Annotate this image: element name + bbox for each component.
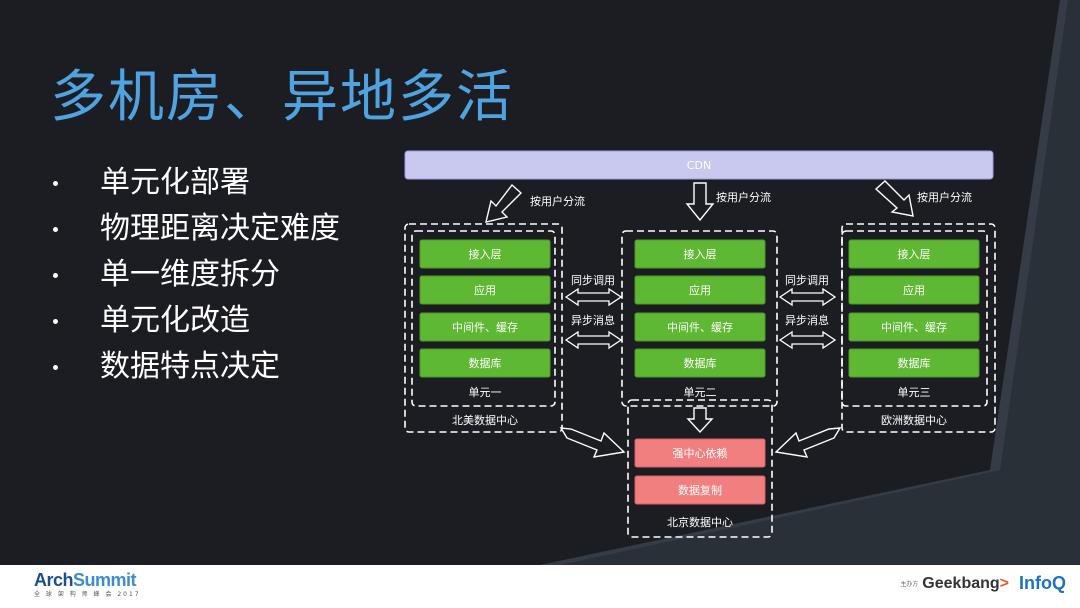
bullet-dot [53,365,58,370]
unit-name-1: 单元一 [469,386,502,399]
split-label-1: 按用户分流 [530,194,585,208]
layer-label: 应用 [903,283,925,297]
bullet-text: 单一维度拆分 [100,257,280,292]
layer-label: 中间件、缓存 [667,320,733,334]
layer-access [634,239,766,269]
split-arrow-left [485,183,523,223]
architecture-diagram: CDN 按用户分流 按用户分流 按用户分流 接入层 应用 中间件、缓存 数据库 … [404,150,996,538]
archsummit-logo: ArchSummit 全 球 架 构 师 峰 会 2017 [34,570,141,598]
arrow-eu-to-beijing [774,427,842,458]
footer-bar: ArchSummit 全 球 架 构 师 峰 会 2017 主办方 Geekba… [0,565,1080,608]
cdn-label: CDN [687,159,711,172]
slide-title: 多机房、异地多活 [50,65,514,130]
bullet-dot [53,227,58,232]
bullet-text: 单元化部署 [100,165,250,200]
unit-name-3: 单元三 [898,386,931,399]
layer-label: 接入层 [469,248,502,261]
layer-middleware [634,312,766,342]
layer-application [419,275,551,305]
layer-label: 中间件、缓存 [881,320,947,334]
archsummit-logo-arch: Arch [34,570,74,590]
async-arrow-right [778,330,837,350]
layer-access [848,239,980,269]
unit-2-layers: 接入层 应用 中间件、缓存 数据库 [634,239,766,378]
cdn-bar [404,150,994,180]
bullet-dot [53,181,58,186]
layer-database [634,348,766,378]
central-item-label: 数据复制 [678,483,722,497]
sync-arrow-left [564,287,623,307]
bullet-text: 单元化改造 [100,303,250,338]
datacenter-name-beijing: 北京数据中心 [667,515,733,529]
unit-1-layers: 接入层 应用 中间件、缓存 数据库 [419,239,551,378]
layer-label: 数据库 [898,356,931,370]
bullet-item: 单元化改造 [50,301,340,347]
datacenter-name-europe: 欧洲数据中心 [881,413,947,427]
unit-3-layers: 接入层 应用 中间件、缓存 数据库 [848,239,980,378]
central-item-label: 强中心依赖 [673,447,728,460]
layer-middleware [848,312,980,342]
async-msg-label-left: 异步消息 [571,313,615,327]
layer-middleware [419,312,551,342]
bullet-dot [53,319,58,324]
sync-arrow-right [778,287,837,307]
layer-database [848,348,980,378]
layer-application [848,275,980,305]
async-msg-label-right: 异步消息 [785,313,829,327]
data-replication [634,475,766,505]
bullet-dot [53,273,58,278]
bullet-list: 单元化部署 物理距离决定难度 单一维度拆分 单元化改造 数据特点决定 [50,163,340,393]
geekbang-logo-a: Geek [922,574,962,592]
bullet-item: 单一维度拆分 [50,255,340,301]
unit-boundary-2 [621,230,778,407]
layer-label: 应用 [689,283,711,297]
bullet-item: 单元化部署 [50,163,340,209]
layer-application [634,275,766,305]
organizer-label: 主办方 [900,581,919,588]
layer-database [419,348,551,378]
layer-label: 接入层 [898,248,931,261]
unit-name-2: 单元二 [684,386,717,399]
bullet-text: 数据特点决定 [100,349,280,384]
sync-call-label-right: 同步调用 [785,274,829,287]
bullet-item: 数据特点决定 [50,347,340,393]
layer-label: 中间件、缓存 [452,320,518,334]
datacenter-name-north-america: 北美数据中心 [452,413,518,427]
unit-boundary-3 [841,230,988,407]
geekbang-logo-b: bang [961,574,1000,592]
bullet-text: 物理距离决定难度 [100,211,340,246]
split-label-2: 按用户分流 [716,190,771,204]
archsummit-subtitle: 全 球 架 构 师 峰 会 2017 [34,591,141,598]
layer-label: 数据库 [684,356,717,370]
datacenter-boundary-north-america [404,223,563,433]
datacenter-boundary-beijing [627,399,773,538]
sync-call-label-left: 同步调用 [571,274,615,287]
down-arrow-center [686,407,714,434]
layer-label: 应用 [474,283,496,297]
split-label-3: 按用户分流 [917,190,972,204]
split-arrow-right [874,180,914,217]
archsummit-logo-summit: Summit [73,570,137,590]
geekbang-logo-arrow: > [999,574,1009,592]
layer-label: 数据库 [469,356,502,370]
async-arrow-left [564,330,623,350]
split-arrow-center [685,182,715,222]
infoq-logo: InfoQ [1019,573,1066,593]
arrow-na-to-beijing [559,427,626,458]
layer-access [419,239,551,269]
unit-boundary-1 [411,230,556,407]
layer-label: 接入层 [684,248,717,261]
sponsor-logos: 主办方 Geekbang> InfoQ [900,573,1066,594]
strong-central-dependency [634,438,766,468]
geekbang-logo: Geekbang> [922,575,1009,593]
bullet-item: 物理距离决定难度 [50,209,340,255]
